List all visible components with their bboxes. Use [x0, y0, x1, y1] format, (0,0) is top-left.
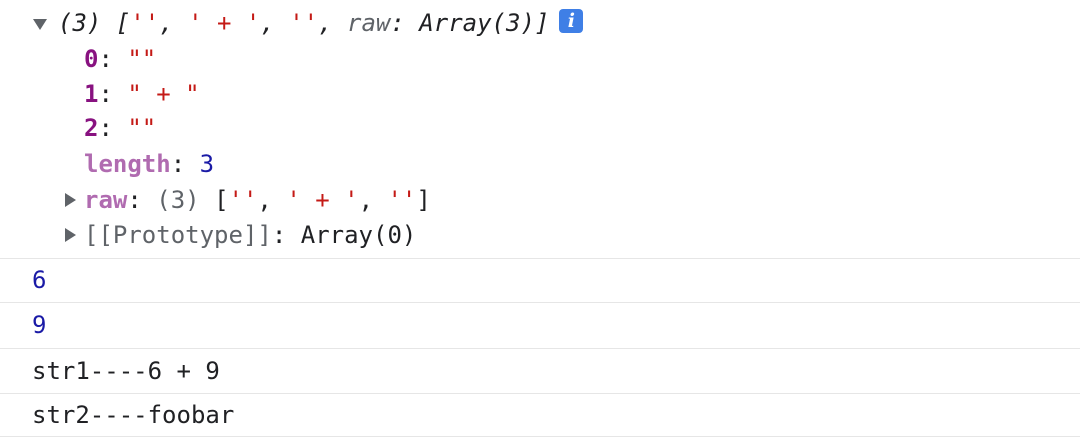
expand-triangle-down-icon[interactable] — [33, 19, 47, 30]
length-value: 3 — [199, 150, 215, 178]
colon: : — [98, 45, 128, 73]
comma: , — [159, 9, 189, 37]
log-number-9[interactable]: 9 — [32, 311, 47, 339]
raw-item-2: '' — [387, 186, 417, 214]
prototype-key: [[Prototype]] — [84, 221, 272, 249]
summary-raw-value: Array(3) — [419, 9, 535, 37]
info-icon[interactable]: i — [559, 9, 584, 33]
array-entry-2[interactable]: 2: "" — [84, 112, 156, 144]
summary-item-0: '' — [130, 9, 160, 37]
colon: : — [98, 80, 128, 108]
entry-value: "" — [127, 114, 157, 142]
array-entry-1[interactable]: 1: " + " — [84, 78, 200, 110]
bracket-close: ] — [534, 9, 550, 37]
colon: : — [170, 150, 200, 178]
summary-item-1: ' + ' — [188, 9, 261, 37]
log-string-str2[interactable]: str2----foobar — [32, 401, 235, 429]
log-number-6[interactable]: 6 — [32, 266, 47, 294]
bracket-open: [ — [214, 186, 229, 214]
length-property[interactable]: length: 3 — [84, 148, 214, 180]
array-entry-0[interactable]: 0: "" — [84, 43, 156, 75]
comma: , — [318, 9, 348, 37]
comma: , — [358, 186, 388, 214]
array-count: (3) — [58, 9, 116, 37]
colon: : — [98, 114, 128, 142]
raw-property[interactable]: raw: (3) ['', ' + ', ''] — [84, 184, 431, 216]
log-divider — [0, 393, 1080, 394]
bracket-open: [ — [115, 9, 131, 37]
summary-raw-key: raw — [347, 9, 391, 37]
entry-key: 0 — [84, 45, 99, 73]
colon: : — [127, 186, 157, 214]
raw-item-0: '' — [228, 186, 258, 214]
entry-key: 2 — [84, 114, 99, 142]
summary-item-2: '' — [289, 9, 319, 37]
bracket-close: ] — [416, 186, 431, 214]
expand-triangle-right-icon[interactable] — [65, 228, 76, 242]
log-divider — [0, 436, 1080, 437]
length-key: length — [84, 150, 171, 178]
comma: , — [260, 9, 290, 37]
raw-key: raw — [84, 186, 128, 214]
log-divider — [0, 348, 1080, 349]
entry-value: " + " — [127, 80, 200, 108]
log-string-str1[interactable]: str1----6 + 9 — [32, 357, 220, 385]
prototype-value: Array(0) — [300, 221, 417, 249]
colon: : — [390, 9, 420, 37]
expand-triangle-right-icon[interactable] — [65, 193, 76, 207]
raw-item-1: ' + ' — [286, 186, 359, 214]
comma: , — [257, 186, 287, 214]
log-divider — [0, 302, 1080, 303]
colon: : — [271, 221, 301, 249]
array-summary[interactable]: (3) ['', ' + ', '', raw: Array(3)]i — [58, 7, 584, 39]
entry-key: 1 — [84, 80, 99, 108]
raw-count: (3) — [156, 186, 215, 214]
log-divider — [0, 258, 1080, 259]
entry-value: "" — [127, 45, 157, 73]
prototype-property[interactable]: [[Prototype]]: Array(0) — [84, 219, 416, 251]
